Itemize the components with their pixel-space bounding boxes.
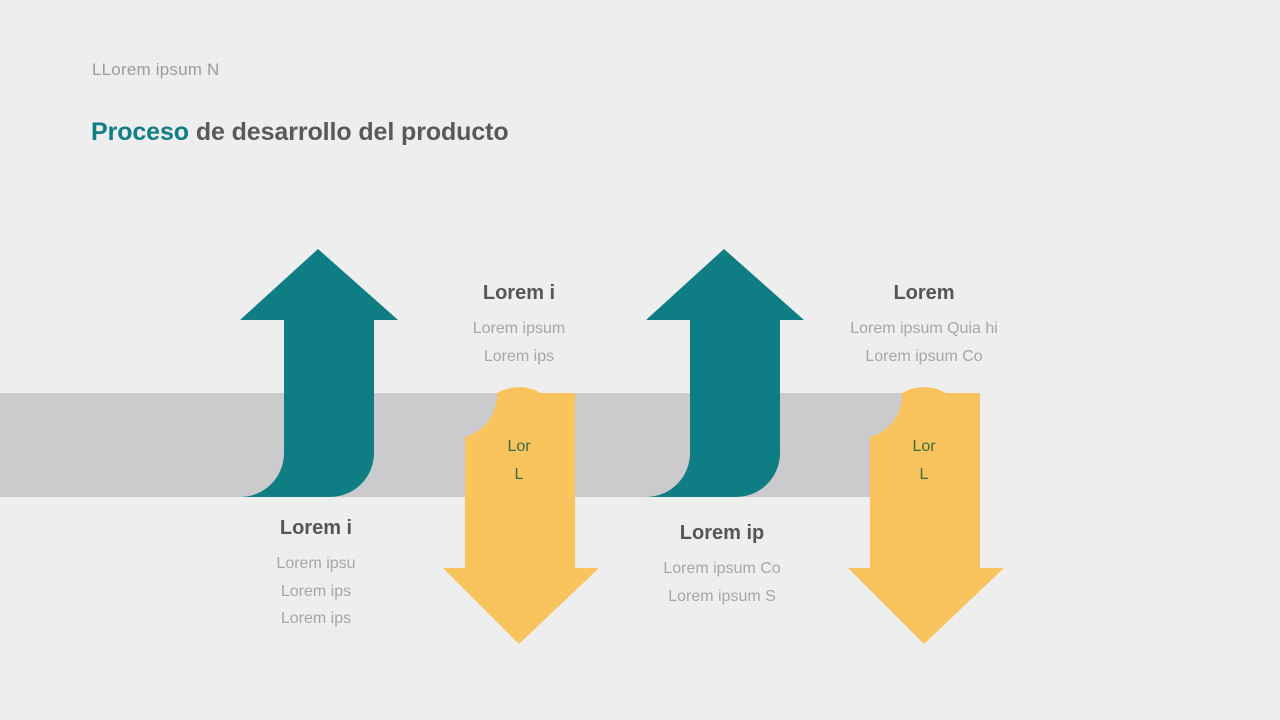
page-title-accent: Proceso bbox=[91, 118, 189, 146]
step-2-inner-caption: Lor L bbox=[455, 433, 583, 489]
step-1-body: Lorem ipsu Lorem ips Lorem ips bbox=[216, 550, 416, 633]
step-4-inner-caption-line: L bbox=[919, 466, 929, 483]
slide-eyebrow: LLorem ipsum N bbox=[92, 60, 220, 79]
step-2-inner-caption-line: L bbox=[514, 466, 524, 483]
step-4-label-block: Lorem Lorem ipsum Quia hi Lorem ipsum Co bbox=[814, 281, 1034, 370]
step-2-body-line: Lorem ips bbox=[483, 347, 555, 365]
step-1-heading: Lorem i bbox=[279, 517, 353, 539]
step-2-inner-caption-line: Lor bbox=[507, 438, 531, 455]
step-2-label-block: Lorem i Lorem ipsum Lorem ips bbox=[419, 281, 619, 370]
step-3-label-block: Lorem ip Lorem ipsum Co Lorem ipsum S bbox=[622, 521, 822, 610]
step-1-body-line: Lorem ips bbox=[280, 610, 352, 628]
step-3-heading: Lorem ip bbox=[679, 522, 765, 544]
page-title: Proceso de desarrollo del producto bbox=[91, 118, 509, 147]
step-4-body-line: Lorem ipsum Quia hi bbox=[850, 320, 998, 337]
step-4-heading: Lorem bbox=[893, 282, 955, 304]
step-1-body-line: Lorem ips bbox=[280, 582, 352, 600]
step-3-body: Lorem ipsum Co Lorem ipsum S bbox=[622, 555, 822, 610]
step-4-inner-caption: Lor L bbox=[860, 433, 988, 489]
step-1-body-line: Lorem ipsu bbox=[276, 555, 356, 572]
step-4-body: Lorem ipsum Quia hi Lorem ipsum Co bbox=[814, 315, 1034, 370]
step-3-body-line: Lorem ipsum S bbox=[668, 587, 776, 605]
step-2-body-line: Lorem ipsum bbox=[472, 320, 566, 337]
step-4-body-line: Lorem ipsum Co bbox=[865, 347, 983, 365]
step-2-heading: Lorem i bbox=[482, 282, 556, 304]
step-1-label-block: Lorem i Lorem ipsu Lorem ips Lorem ips bbox=[216, 516, 416, 633]
step-2-body: Lorem ipsum Lorem ips bbox=[419, 315, 619, 370]
step-4-inner-caption-line: Lor bbox=[912, 438, 936, 455]
step-3-body-line: Lorem ipsum Co bbox=[663, 560, 781, 577]
page-title-rest: de desarrollo del producto bbox=[188, 118, 509, 146]
timeline-band-layer bbox=[0, 393, 1280, 497]
